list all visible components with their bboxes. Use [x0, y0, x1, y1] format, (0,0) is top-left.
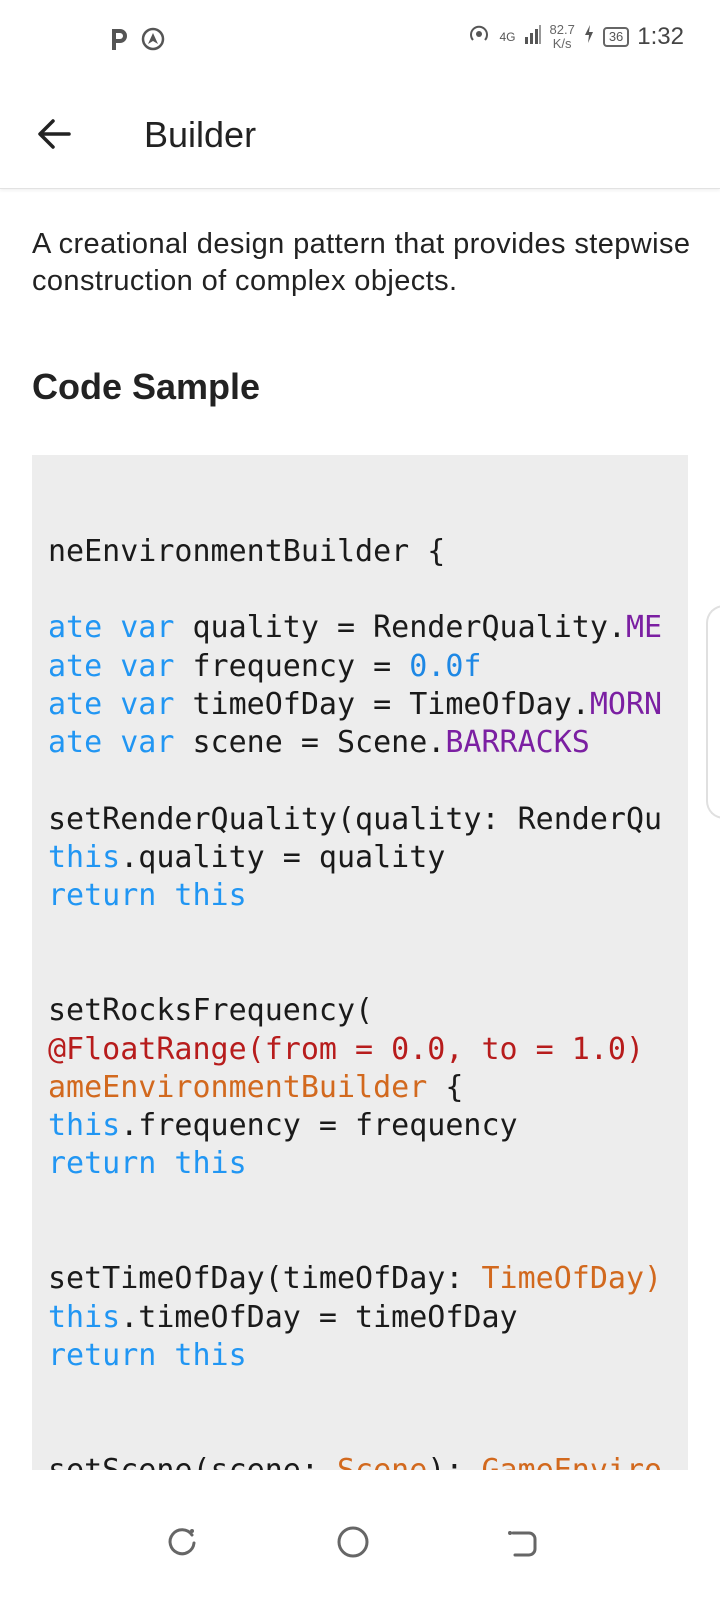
back-nav-icon — [505, 1525, 539, 1564]
code-line: neEnvironmentBuilder { — [48, 533, 446, 569]
network-speed: 82.7 K/s — [549, 21, 575, 51]
edge-panel-handle[interactable] — [706, 605, 720, 819]
p-icon — [108, 26, 130, 57]
clock: 1:32 — [637, 22, 684, 50]
code-line: this.quality = quality — [48, 840, 446, 875]
code-line: ate var timeOfDay = TimeOfDay.MORN — [48, 686, 663, 722]
charging-icon — [583, 24, 595, 49]
location-icon — [140, 26, 166, 57]
network-speed-unit: K/s — [552, 35, 572, 51]
code-line: setRocksFrequency( — [48, 993, 374, 1029]
arrow-back-icon — [36, 116, 72, 157]
back-button[interactable] — [22, 104, 86, 168]
recent-apps-icon — [165, 1525, 199, 1564]
code-line: ate var quality = RenderQuality.ME — [48, 610, 663, 646]
code-lines: neEnvironmentBuilder { ate var quality = … — [32, 455, 688, 1470]
status-left-icons — [108, 26, 166, 57]
hotspot-icon — [467, 22, 491, 51]
code-line: this.timeOfDay = timeOfDay — [48, 1299, 518, 1335]
back-nav-button[interactable] — [500, 1522, 544, 1566]
code-line: this.frequency = frequency — [48, 1108, 518, 1144]
pattern-description: A creational design pattern that provide… — [32, 228, 691, 297]
code-line: setScene(scene: Scene): GameEnviro — [48, 1451, 662, 1470]
home-button[interactable] — [331, 1522, 375, 1566]
code-sample-block[interactable]: neEnvironmentBuilder { ate var quality = … — [32, 455, 688, 1470]
network-type: 4G — [499, 29, 516, 44]
code-line: return this — [48, 1146, 247, 1182]
code-line: @FloatRange(from = 0.0, to = 1.0) — [48, 1031, 645, 1067]
signal-icon — [524, 23, 542, 50]
code-line: setTimeOfDay(timeOfDay: TimeOfDay) — [48, 1261, 663, 1297]
code-line: return this — [48, 878, 247, 914]
section-title: Code Sample — [32, 366, 261, 407]
recent-apps-button[interactable] — [160, 1522, 204, 1566]
code-line: ate var frequency = 0.0f — [48, 648, 482, 684]
battery-icon: 36 — [602, 26, 630, 47]
status-right: 4G 82.7 K/s 36 1:32 — [467, 22, 684, 51]
code-line: return this — [48, 1337, 247, 1373]
home-icon — [336, 1525, 370, 1564]
network-speed-value: 82.7 — [549, 21, 575, 37]
app-bar: Builder — [0, 80, 720, 189]
navigation-bar — [0, 1490, 720, 1600]
status-bar: 4G 82.7 K/s 36 1:32 — [0, 0, 720, 80]
code-line: ameEnvironmentBuilder { — [48, 1069, 464, 1105]
code-line: ate var scene = Scene.BARRACKS — [48, 725, 590, 761]
code-line: setRenderQuality(quality: RenderQu — [48, 801, 663, 837]
page-title: Builder — [144, 114, 257, 155]
